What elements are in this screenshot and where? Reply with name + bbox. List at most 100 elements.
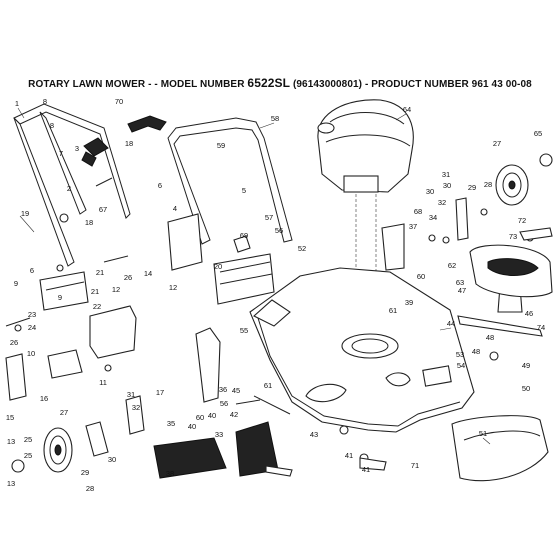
callout-60b: 60 — [196, 413, 204, 422]
callout-7: 7 — [59, 149, 63, 158]
callout-8b: 8 — [50, 121, 54, 130]
mower-deck — [249, 267, 475, 433]
callout-67: 67 — [99, 205, 107, 214]
callout-41: 41 — [345, 451, 353, 460]
callout-20: 20 — [214, 262, 222, 271]
callout-47: 47 — [458, 286, 466, 295]
callout-37: 37 — [409, 222, 417, 231]
callout-56b: 56 — [275, 226, 283, 235]
callout-73: 73 — [509, 232, 517, 241]
title-model-number: 6522SL — [247, 76, 291, 90]
callout-64: 64 — [403, 105, 411, 114]
callout-3: 3 — [75, 144, 79, 153]
height-adjusters — [5, 197, 469, 457]
callout-numbers: 1 2 3 4 5 6 7 8 9 10 11 12 13 14 15 16 1… — [6, 97, 545, 493]
title-suffix: (96143000801) - PRODUCT NUMBER 961 43 00… — [292, 79, 532, 90]
callout-60: 60 — [417, 272, 425, 281]
callout-46: 46 — [525, 309, 533, 318]
callout-21: 21 — [91, 287, 99, 296]
callout-30c: 30 — [426, 187, 434, 196]
wheel-rear-right — [495, 164, 529, 206]
callout-13: 13 — [7, 437, 15, 446]
callout-9: 9 — [14, 279, 18, 288]
callout-31: 31 — [442, 170, 450, 179]
callout-2: 2 — [67, 184, 71, 193]
callout-31b: 31 — [127, 390, 135, 399]
callout-18: 18 — [85, 218, 93, 227]
handle-grips — [81, 115, 167, 167]
callout-14: 14 — [144, 269, 152, 278]
callout-8: 8 — [43, 97, 47, 106]
callout-56: 56 — [220, 399, 228, 408]
callout-72: 72 — [518, 216, 526, 225]
callout-19: 19 — [21, 209, 29, 218]
callout-13b: 13 — [7, 479, 15, 488]
title-prefix: ROTARY LAWN MOWER - - MODEL NUMBER — [28, 79, 245, 90]
callout-29b: 29 — [468, 183, 476, 192]
upper-handle — [13, 103, 131, 267]
callout-16: 16 — [40, 394, 48, 403]
callout-18b: 18 — [125, 139, 133, 148]
callout-42: 42 — [230, 410, 238, 419]
callout-40b: 40 — [188, 422, 196, 431]
callout-12b: 12 — [169, 283, 177, 292]
callout-49: 49 — [522, 361, 530, 370]
callout-33: 33 — [215, 430, 223, 439]
wheel-front-left — [43, 427, 73, 473]
callout-61b: 61 — [389, 306, 397, 315]
callout-51: 51 — [479, 429, 487, 438]
callout-10: 10 — [27, 349, 35, 358]
callout-29: 29 — [81, 468, 89, 477]
callout-15: 15 — [6, 413, 14, 422]
callout-36: 36 — [219, 385, 227, 394]
rear-baffle — [469, 244, 553, 298]
callout-70: 70 — [115, 97, 123, 106]
callout-65: 65 — [534, 129, 542, 138]
rear-flap — [451, 415, 549, 482]
callout-40: 40 — [208, 411, 216, 420]
callout-23: 23 — [28, 310, 36, 319]
callout-52: 52 — [298, 244, 306, 253]
callout-48b: 48 — [486, 333, 494, 342]
callout-61: 61 — [264, 381, 272, 390]
callout-32b: 32 — [438, 198, 446, 207]
hubcap — [11, 153, 553, 473]
leader-lines — [17, 107, 491, 445]
callout-28: 28 — [484, 180, 492, 189]
callout-35: 35 — [167, 419, 175, 428]
callout-38: 38 — [166, 469, 174, 478]
callout-30b: 30 — [108, 455, 116, 464]
callout-58: 58 — [271, 114, 279, 123]
callout-50: 50 — [522, 384, 530, 393]
callout-54: 54 — [457, 361, 465, 370]
hardware — [5, 177, 553, 477]
callout-9b: 9 — [58, 293, 62, 302]
callout-44: 44 — [447, 319, 455, 328]
callout-26b: 26 — [124, 273, 132, 282]
callout-27b: 27 — [493, 139, 501, 148]
callout-69: 69 — [240, 231, 248, 240]
middle-handle — [167, 117, 293, 245]
callout-25b: 25 — [24, 451, 32, 460]
callout-41b: 41 — [362, 465, 370, 474]
callout-12: 12 — [112, 285, 120, 294]
callout-59: 59 — [217, 141, 225, 150]
callout-62: 62 — [448, 261, 456, 270]
callout-43: 43 — [310, 430, 318, 439]
callout-26: 26 — [10, 338, 18, 347]
callout-25: 25 — [24, 435, 32, 444]
callout-55: 55 — [240, 326, 248, 335]
callout-6b: 6 — [158, 181, 162, 190]
callout-28b: 28 — [86, 484, 94, 493]
callout-4: 4 — [173, 204, 177, 213]
callout-39: 39 — [405, 298, 413, 307]
grass-bag-parts — [39, 213, 279, 479]
callout-24: 24 — [28, 323, 36, 332]
callout-45: 45 — [232, 386, 240, 395]
callout-22: 22 — [93, 302, 101, 311]
callout-30: 30 — [443, 181, 451, 190]
callout-63: 63 — [456, 278, 464, 287]
callout-74: 74 — [537, 323, 545, 332]
diagram-title: ROTARY LAWN MOWER - - MODEL NUMBER 6522S… — [8, 76, 552, 90]
